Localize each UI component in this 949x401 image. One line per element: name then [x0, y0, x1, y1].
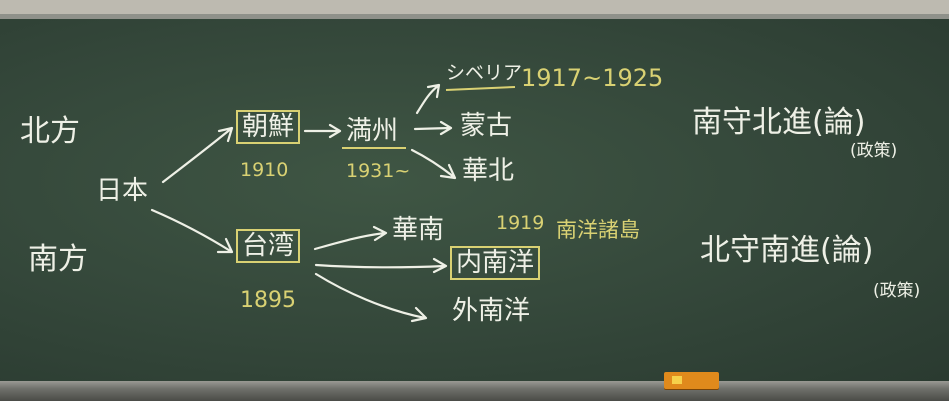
- arrow-japan-taiwan: [150, 208, 234, 254]
- inner-year: 1919: [496, 212, 545, 234]
- policy-north: 南守北進(論): [692, 105, 866, 140]
- south-label: 南方: [28, 242, 88, 277]
- siberia-label: シベリア: [446, 62, 523, 84]
- south-china-label: 華南: [392, 215, 445, 245]
- policy-north-note: (政策): [850, 141, 898, 161]
- board-frame: [0, 14, 949, 19]
- eraser-label: [672, 376, 682, 384]
- arrow-manchuria-northchina: [410, 148, 457, 180]
- arrow-korea-manchuria: [303, 123, 342, 139]
- inner-south-seas-box: 内南洋: [450, 246, 541, 280]
- chalkboard: [0, 19, 949, 381]
- wall: [0, 0, 949, 14]
- north-label: 北方: [20, 114, 80, 149]
- taiwan-box: 台湾: [236, 229, 301, 263]
- arrow-taiwan-inner: [314, 257, 448, 274]
- taiwan-year: 1895: [240, 288, 296, 313]
- japan-label: 日本: [96, 176, 149, 206]
- policy-south: 北守南進(論): [700, 233, 874, 268]
- mongolia-label: 蒙古: [460, 111, 513, 141]
- outer-south-seas-label: 外南洋: [452, 296, 531, 326]
- south-sea-islands: 南洋諸島: [556, 218, 640, 242]
- north-china-label: 華北: [462, 156, 515, 186]
- policy-south-note: (政策): [873, 281, 921, 301]
- arrow-japan-korea: [161, 126, 234, 184]
- siberia-years: 1917~1925: [521, 64, 664, 92]
- korea-year: 1910: [240, 159, 289, 181]
- arrow-taiwan-southchina: [313, 225, 388, 251]
- manchuria-year: 1931~: [346, 160, 411, 182]
- arrow-manchuria-siberia: [415, 83, 441, 115]
- arrow-manchuria-mongolia: [413, 120, 453, 136]
- manchuria-label: 満州: [346, 116, 399, 146]
- siberia-underline: [445, 86, 516, 91]
- korea-box: 朝鮮: [236, 110, 301, 144]
- arrow-taiwan-outer: [314, 272, 428, 323]
